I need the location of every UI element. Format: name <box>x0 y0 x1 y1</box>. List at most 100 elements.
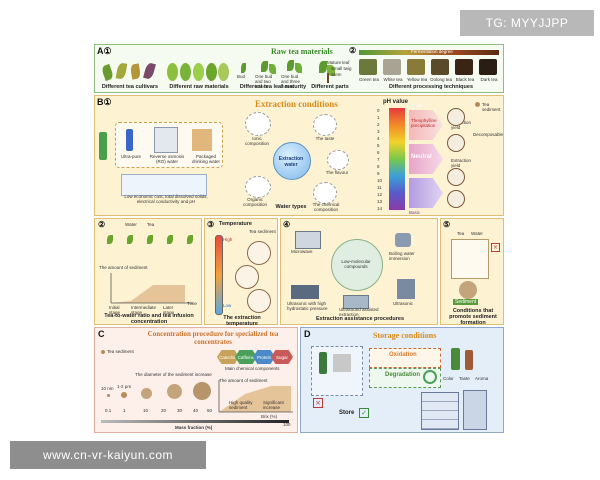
b2-y-label: The amount of sediment <box>99 265 148 270</box>
b3-circle-top <box>247 241 271 265</box>
ph-zone-basic: Basic <box>409 210 421 215</box>
b4-center-note: Low-molecular compounds <box>341 259 371 269</box>
d-check-icon: ✓ <box>359 408 369 418</box>
fermentation-bar <box>359 50 499 55</box>
panel-b1-label: B① <box>97 97 112 107</box>
c-brix-label: Brix (%) <box>261 414 277 419</box>
panel-b1: B① Extraction conditions Ultra-pure Reve… <box>94 95 504 216</box>
b5-flow-box <box>451 239 489 279</box>
caption-maturity: Different tea leaf maturity <box>239 84 307 90</box>
c-axis-end: 100 <box>283 422 291 427</box>
c-tick-4: 30 <box>177 408 183 413</box>
bubble-flavour <box>327 150 349 170</box>
tea-type-dark: Dark tea <box>480 77 498 82</box>
c-legend-dot <box>101 350 105 354</box>
kettle-icon <box>395 233 411 247</box>
bubble-taste-label: The taste <box>315 136 335 141</box>
panel-b3-label: ③ <box>207 220 215 229</box>
bottle-icon <box>126 129 133 151</box>
c-tick-0: 0.1 <box>105 408 112 413</box>
panel-b5-label: ⑤ <box>443 220 451 229</box>
bubble-organic <box>245 176 271 198</box>
b3-circle-mid <box>235 265 259 289</box>
d-bottle-right-icon <box>451 348 460 370</box>
d-fridge-icon <box>463 390 487 430</box>
b4-item-ultrasonic: Ultrasonic <box>393 301 414 306</box>
panel-c-label: C <box>98 329 105 339</box>
b4-center-circle <box>331 239 383 291</box>
c-size-large: 1-2 μm <box>117 384 132 389</box>
raw-materials-group <box>167 61 229 83</box>
tea-types-row <box>359 59 501 77</box>
hex-caffeine: Caffeine <box>235 350 257 364</box>
b4-caption: Extraction assistance procedures <box>315 316 405 322</box>
b2-legend-water: Water <box>125 222 137 227</box>
c-particle-2 <box>121 392 127 398</box>
panel-c-title: Concentration procedure for specialized … <box>147 330 279 346</box>
b4-item-hp: Ultrasonic with high hydrostatic pressur… <box>287 301 328 311</box>
water-types-caption: Water types <box>275 204 307 210</box>
hex-catechin: Catechin <box>217 350 239 364</box>
b2-stage-initial: Initial stage <box>109 305 121 315</box>
c-axis-caption: Mass fraction (%) <box>175 425 213 430</box>
c-main-components: Main chemical components <box>225 366 280 371</box>
green-bottle-icon <box>99 132 107 160</box>
ph-zone-neutral: Neutral <box>411 154 432 160</box>
water-item-packaged: Packaged drinking water <box>191 154 220 164</box>
maturity-label-three: One bud and three leaves <box>281 74 301 89</box>
c-size-small: 10 nm <box>101 386 114 391</box>
water-item-ro: Reverse osmosis (RO) water <box>149 154 185 164</box>
hex-protein: Protein <box>253 350 275 364</box>
hp-machine-icon <box>291 285 319 299</box>
b5-legend-water: Water <box>471 231 483 236</box>
c-tick-1: 1 <box>123 408 126 413</box>
c-tick-3: 20 <box>161 408 167 413</box>
c-legend-label: Tea sediment <box>107 349 134 354</box>
b5-x-icon: × <box>491 243 500 252</box>
watermark-bottom-left: www.cn-vr-kaiyun.com <box>10 441 206 469</box>
watermark-top-right: TG: MYYJJPP <box>460 10 594 36</box>
c-sediment-area <box>219 386 291 412</box>
d-bubble-aroma: Aroma <box>475 376 489 381</box>
d-bottle-right2-icon <box>465 350 473 370</box>
c-particle-1 <box>107 394 110 397</box>
ph-scale-numbers: 0 1 2 3 4 5 6 7 8 9 10 11 12 13 14 <box>377 108 383 211</box>
caption-processing: Different processing techniques <box>388 84 474 90</box>
panel-b2-label: ② <box>98 220 106 229</box>
d-degradation-label: Degradation <box>385 372 421 378</box>
panel-b3: ③ Temperature Tea sediment High Low The … <box>204 218 278 327</box>
sediment-circle-3 <box>447 168 465 186</box>
tea-type-green: Green tea <box>358 77 379 82</box>
part-small-twig: Small twig <box>331 66 352 71</box>
tea-type-yellow: Yellow tea <box>406 77 428 82</box>
caption-cultivars: Different tea cultivars <box>101 84 159 90</box>
b4-item-uae: Ultrasound assisted extraction <box>339 307 379 317</box>
c-sediment-chart <box>218 380 293 413</box>
d-oxidation-box <box>369 348 441 368</box>
b2-caption: Tea-to-water ratio and tea infusion conc… <box>104 313 194 325</box>
d-store-label: Store <box>339 410 355 416</box>
caption-raw-materials: Different raw materials <box>169 84 229 90</box>
part-stem: Stem <box>331 72 342 77</box>
panel-a: A① Raw tea materials ② Different tea cul… <box>94 44 504 93</box>
ph-color-bar <box>389 108 405 210</box>
ro-machine-icon <box>154 127 178 153</box>
panel-a-title: Raw tea materials <box>271 47 333 56</box>
maturity-label-two: One bud and two leaves <box>255 74 273 89</box>
b4-item-boiling: Boiling water immersion <box>389 251 415 261</box>
instrument-box <box>121 174 207 196</box>
b5-sediment-circle <box>459 281 477 299</box>
b3-tag-low: Low <box>223 303 232 308</box>
d-recycle-icon <box>423 370 437 384</box>
c-tick-2: 10 <box>143 408 149 413</box>
panel-c: C Concentration procedure for specialize… <box>94 327 298 433</box>
b5-sediment-tag: Sediment <box>453 299 479 305</box>
c-diameter-note: The diameter of the sediment increase <box>135 372 212 377</box>
b3-circle-bottom <box>247 289 271 313</box>
d-bubble-taste: Taste <box>459 376 470 381</box>
leaf-icon <box>129 63 142 80</box>
microwave-icon <box>295 231 321 249</box>
ph-title: pH value <box>383 99 409 105</box>
c-note-increase: Significant increase <box>263 400 284 410</box>
panel-d-label: D <box>304 329 311 339</box>
